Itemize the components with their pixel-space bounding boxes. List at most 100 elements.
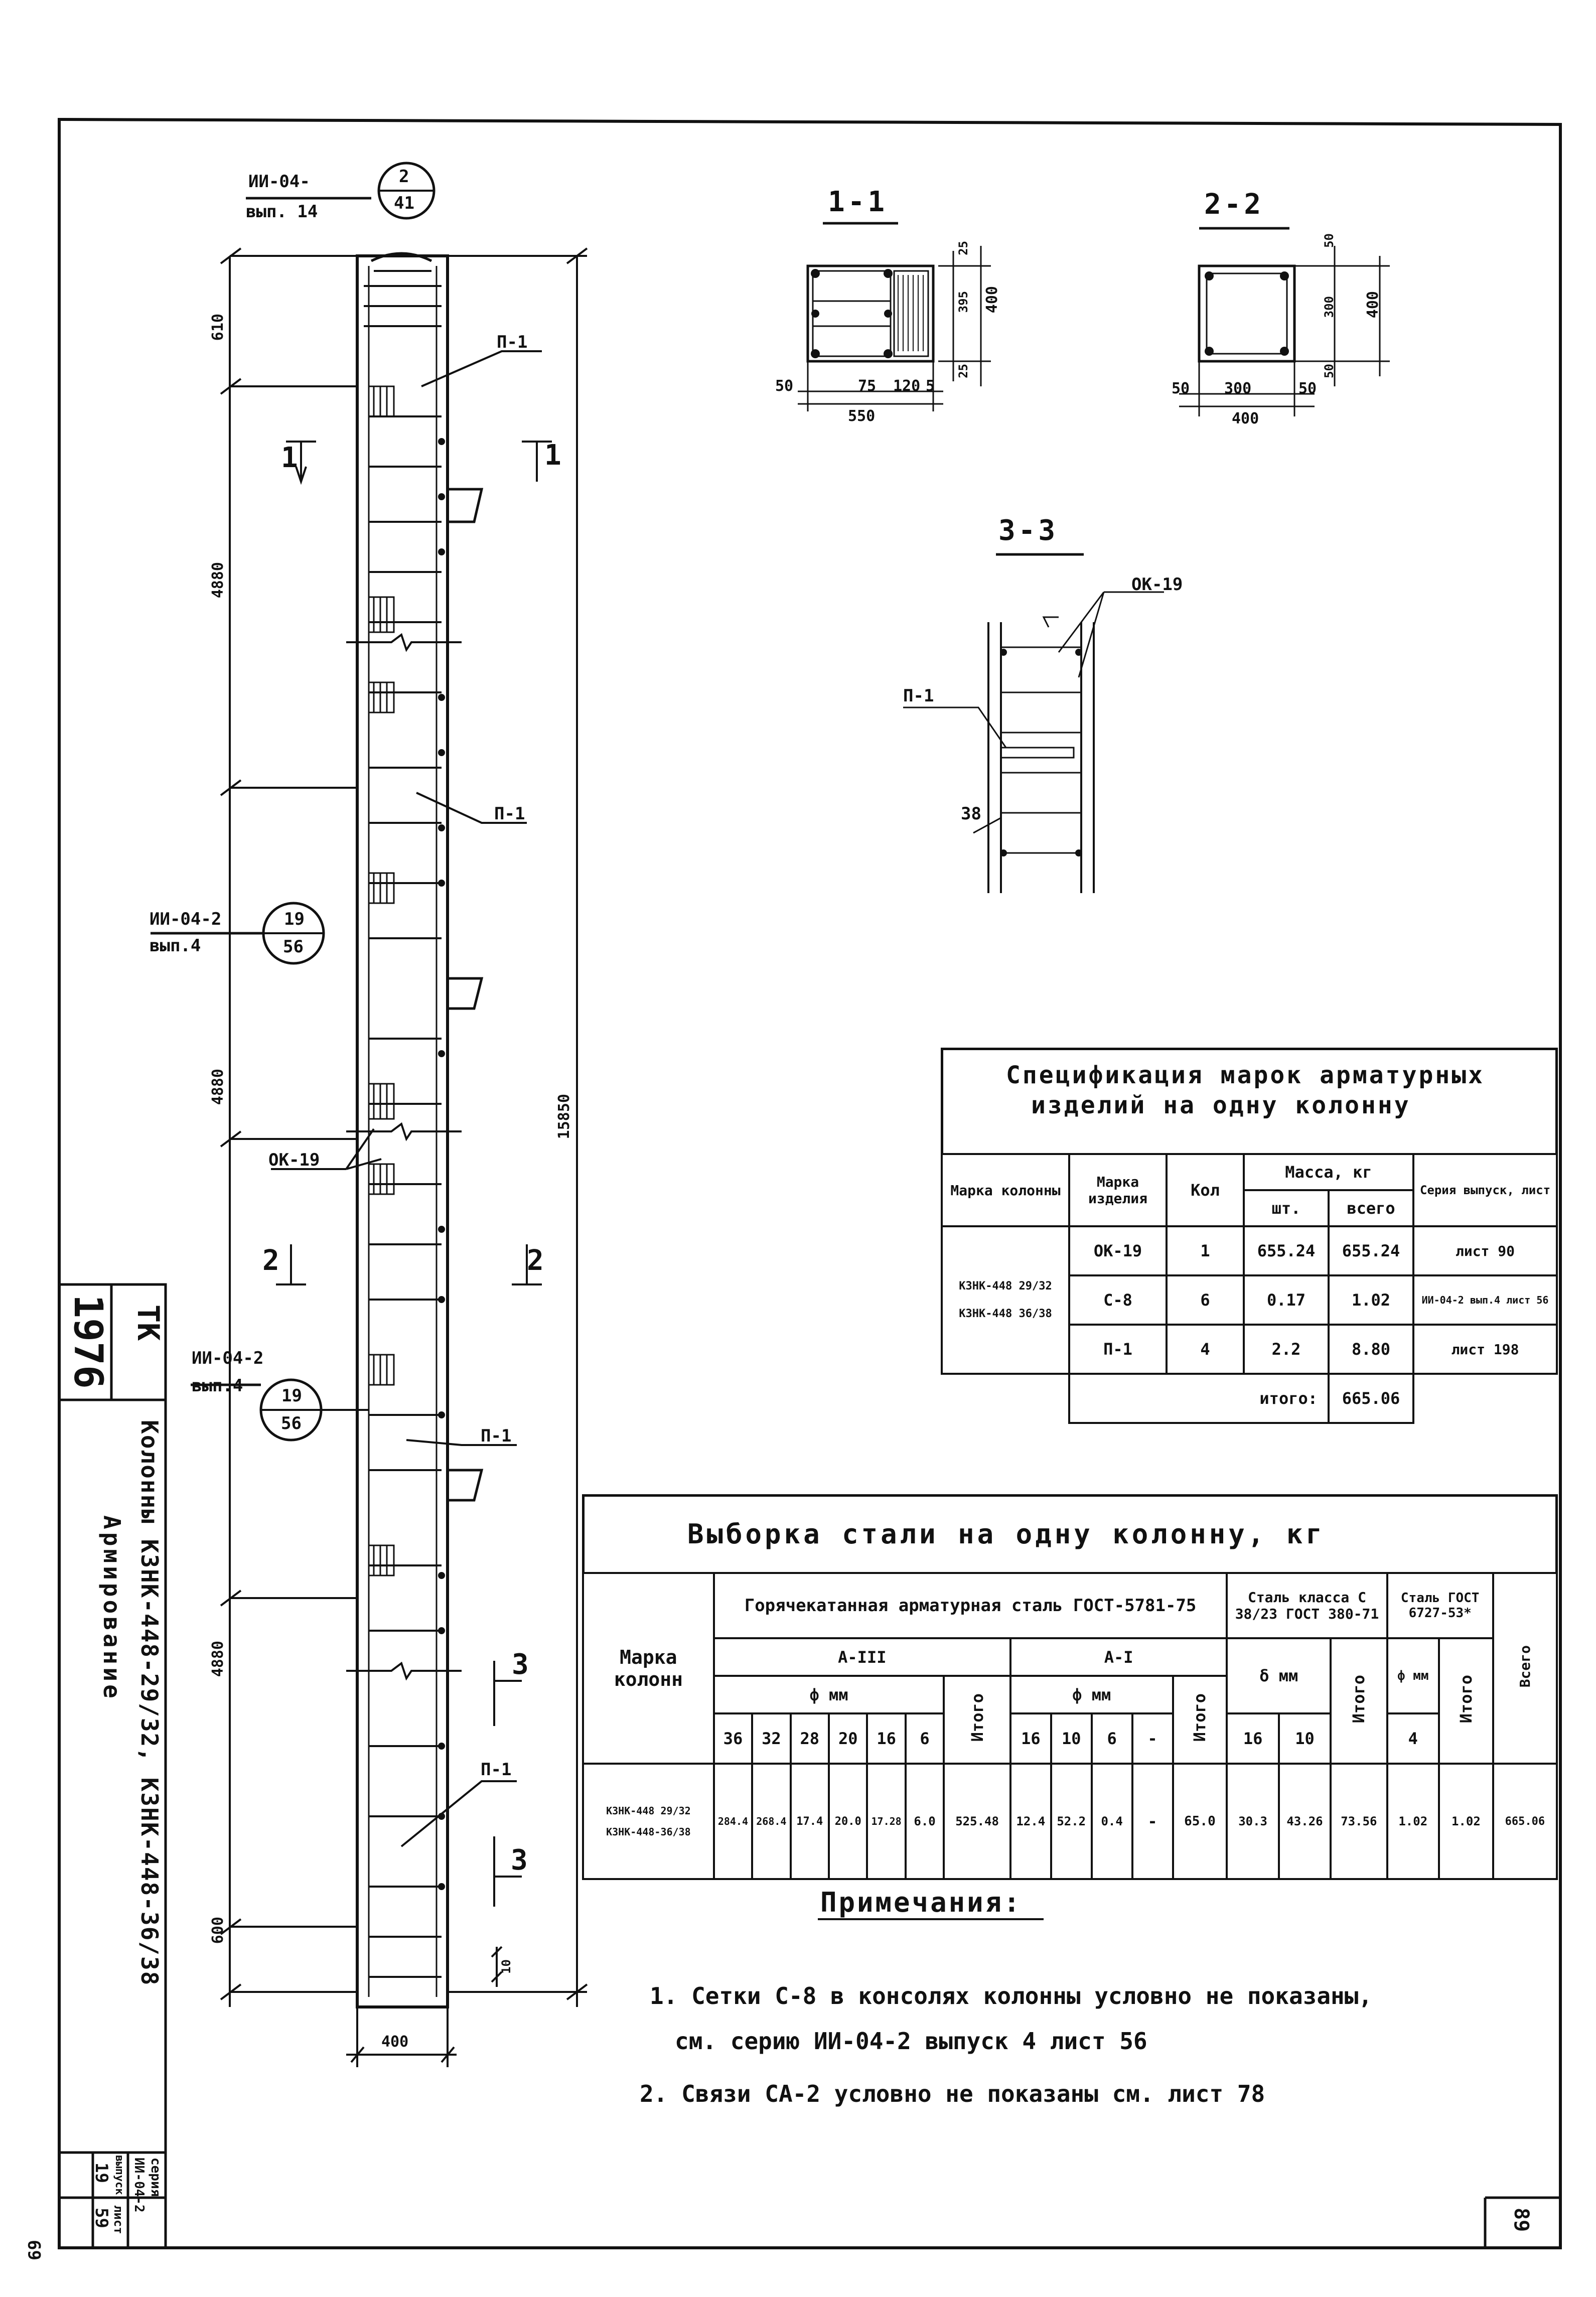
notes-line2: см. серию ИИ-04-2 выпуск 4 лист 56 <box>675 2028 1147 2055</box>
spec-r2-unit: 0.17 <box>1243 1274 1330 1326</box>
dim-4880-c: 4880 <box>209 1641 227 1677</box>
steel-d-a3-28: 28 <box>789 1712 830 1765</box>
steel-d-a3-32: 32 <box>751 1712 792 1765</box>
steel-d-a3-6: 6 <box>904 1712 945 1765</box>
spec-r3-total: 8.80 <box>1328 1324 1414 1375</box>
spec-h-mass: Масса, кг <box>1243 1153 1414 1192</box>
spec-title-line2: изделий на одну колонну <box>1031 1091 1411 1119</box>
steel-table-title: Выборка стали на одну колонну, кг <box>687 1518 1325 1550</box>
steel-h-itogo-s-text: Итого <box>1349 1674 1369 1724</box>
section-1-1 <box>798 222 991 411</box>
dim-4880-b: 4880 <box>209 1069 227 1105</box>
spec-h-total: всего <box>1328 1189 1414 1228</box>
steel-h-phi-a3: ф мм <box>712 1675 945 1714</box>
spec-r1-series: лист 90 <box>1412 1225 1558 1277</box>
steel-h-delta: δ мм <box>1226 1637 1332 1714</box>
spec-r2-qty: 6 <box>1166 1274 1245 1326</box>
strip-series-value: ИИ-04-2 <box>131 2158 147 2213</box>
section-1-1-title: 1-1 <box>828 186 888 218</box>
steel-h-a3: А-III <box>712 1637 1011 1677</box>
dim-610: 610 <box>209 314 227 341</box>
steel-v-a3-36: 284.4 <box>712 1763 754 1880</box>
steel-d-a3-16: 16 <box>866 1712 907 1765</box>
ref-mid-code: ИИ-04-2 <box>150 909 222 929</box>
ref-mid-issue: вып.4 <box>150 936 201 956</box>
spec-r2-total: 1.02 <box>1328 1274 1414 1326</box>
steel-h-group2: Сталь класса С 38/23 ГОСТ 380-71 <box>1226 1572 1388 1639</box>
strip-title-1: Колонны КЗНК-448-29/32, КЗНК-448-36/38 <box>136 1420 163 1986</box>
spec-h-col-mark: Марка колонны <box>941 1153 1070 1228</box>
spec-r3-item: П-1 <box>1068 1324 1168 1375</box>
dim-600: 600 <box>209 1917 227 1944</box>
reference-circles <box>151 162 436 1442</box>
s33-label-38: 38 <box>961 804 981 824</box>
steel-v-a3-6: 6.0 <box>904 1763 945 1880</box>
steel-d-a1-dash: - <box>1131 1712 1174 1765</box>
ref-top-circle-top: 2 <box>399 167 409 187</box>
steel-v-a3-32: 268.4 <box>751 1763 792 1880</box>
steel-itogo-s: 73.56 <box>1330 1763 1388 1880</box>
steel-col-marks: КЗНК-448 29/32 КЗНК-448-36/38 <box>582 1763 715 1880</box>
dim-400-width: 400 <box>381 2033 409 2051</box>
column-elevation <box>346 252 484 2008</box>
label-ok19: ОК-19 <box>268 1150 320 1170</box>
steel-v-g-4: 1.02 <box>1386 1763 1440 1880</box>
steel-h-group3: Сталь ГОСТ 6727-53* <box>1386 1572 1494 1639</box>
steel-itogo-a1: 65.0 <box>1172 1763 1228 1880</box>
steel-d-a3-20: 20 <box>827 1712 868 1765</box>
s22-dim-400-bottom: 400 <box>1232 410 1259 427</box>
ref-top-code: ИИ-04- <box>248 172 310 192</box>
steel-v-a1-6: 0.4 <box>1090 1763 1133 1880</box>
s33-label-ok19: ОК-19 <box>1131 575 1183 595</box>
s22-dim-50-bottom: 50 <box>1322 364 1336 378</box>
label-p1-low: П-1 <box>481 1426 512 1446</box>
steel-h-vsego-text: Всего <box>1516 1645 1533 1688</box>
s33-label-p1: П-1 <box>903 686 934 706</box>
spec-table-title: Спецификация марок арматурных изделий на… <box>941 1048 1558 1153</box>
ref-low-code: ИИ-04-2 <box>192 1348 264 1368</box>
s22-dim-400-v: 400 <box>1364 291 1382 319</box>
section-2-2 <box>1179 227 1390 416</box>
s11-dim-25-top: 25 <box>956 241 970 255</box>
spec-r1-total: 655.24 <box>1328 1225 1414 1277</box>
s11-dim-75: 75 <box>858 377 877 395</box>
spec-total-label: итого: <box>1068 1373 1330 1424</box>
steel-h-itogo-a3: Итого <box>943 1675 1011 1765</box>
steel-col-mark-1: КЗНК-448 29/32 <box>606 1805 691 1817</box>
spec-h-item-mark: Марка изделия <box>1068 1153 1168 1228</box>
spec-h-series: Серия выпуск, лист <box>1412 1153 1558 1228</box>
spec-r1-item: ОК-19 <box>1068 1225 1168 1277</box>
strip-tk: ТК <box>130 1305 166 1341</box>
cut-2-right: 2 <box>527 1244 547 1277</box>
label-p1-top: П-1 <box>497 332 528 352</box>
s11-dim-25-bottom: 25 <box>956 364 970 378</box>
s22-dim-300: 300 <box>1224 380 1252 397</box>
steel-h-itogo-g-text: Итого <box>1456 1674 1476 1724</box>
section-2-2-title: 2-2 <box>1204 188 1264 221</box>
spec-r1-qty: 1 <box>1166 1225 1245 1277</box>
page-number: 89 <box>1510 2208 1533 2232</box>
steel-itogo-g: 1.02 <box>1437 1763 1494 1880</box>
s11-dim-550: 550 <box>848 407 876 425</box>
dim-10: 10 <box>499 1959 513 1974</box>
ref-low-circle-top: 19 <box>281 1386 302 1406</box>
s11-dim-50: 50 <box>775 377 794 395</box>
steel-h-group1: Горячекатанная арматурная сталь ГОСТ-578… <box>712 1572 1228 1639</box>
strip-series-label: серия <box>148 2158 163 2197</box>
steel-table: Марка колонн Горячекатанная арматурная с… <box>582 1572 1558 1880</box>
steel-h-itogo-a1-text: Итого <box>1190 1693 1210 1742</box>
s11-dim-400: 400 <box>983 286 1001 314</box>
ref-low-issue: вып.4 <box>192 1376 243 1396</box>
dim-4880-a: 4880 <box>209 562 227 599</box>
spec-r3-unit: 2.2 <box>1243 1324 1330 1375</box>
strip-sheet-label: лист <box>111 2205 125 2234</box>
sheet-frame <box>58 117 1562 2249</box>
ref-mid-circle-top: 19 <box>284 909 305 929</box>
spec-total-value: 665.06 <box>1328 1373 1414 1424</box>
s22-dim-50-top: 50 <box>1322 233 1336 248</box>
ref-top-circle-bottom: 41 <box>394 193 414 213</box>
steel-v-a1-dash: - <box>1131 1763 1174 1880</box>
steel-h-a1: А-I <box>1009 1637 1228 1677</box>
side-strip <box>59 1283 167 2248</box>
